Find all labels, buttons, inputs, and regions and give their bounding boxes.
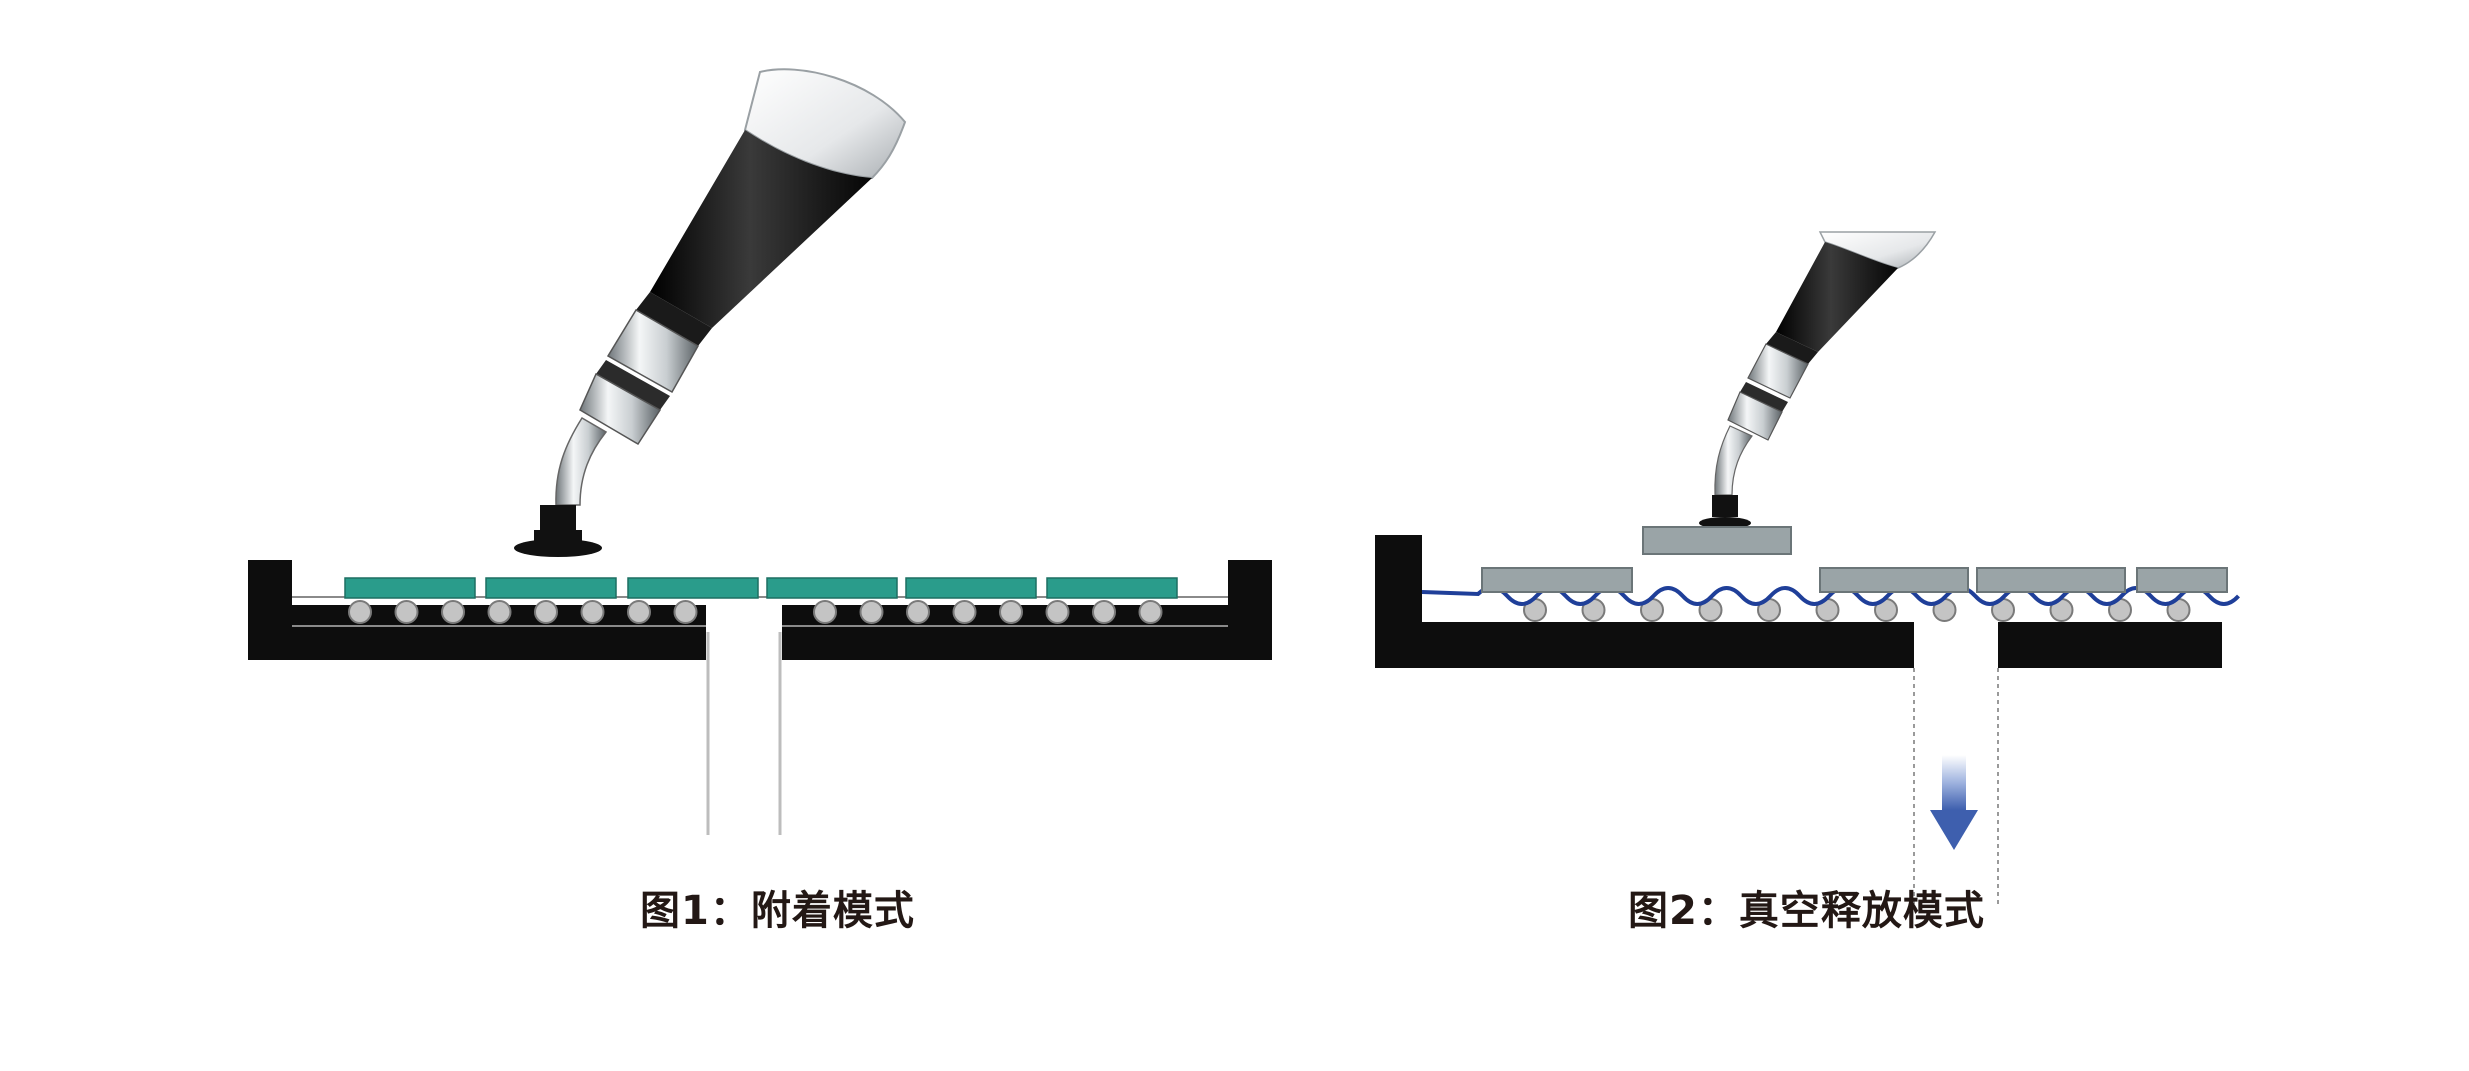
roller <box>1138 600 1163 624</box>
roller <box>441 600 465 624</box>
chip <box>905 577 1037 599</box>
figure-2-caption: 图2：真空释放模式 <box>1628 888 1985 934</box>
chip <box>1976 567 2126 593</box>
chip <box>1481 567 1633 593</box>
roller <box>534 600 558 624</box>
chip <box>2136 567 2228 593</box>
roller <box>487 600 512 624</box>
figure-1-attachment-mode <box>248 68 1272 835</box>
down-arrow-icon <box>1930 755 1978 850</box>
suction-nozzle-icon <box>1642 231 1937 555</box>
roller <box>813 600 837 624</box>
vacuum-channel <box>706 632 782 835</box>
suction-nozzle-icon <box>514 68 907 557</box>
figure-2-vacuum-release-mode <box>1375 231 2240 905</box>
chip <box>485 577 617 599</box>
roller <box>952 600 977 624</box>
chip <box>627 577 759 599</box>
roller <box>627 600 651 624</box>
roller-row <box>348 600 1163 624</box>
figure-1-caption: 图1：附着模式 <box>640 888 915 934</box>
roller <box>580 600 605 624</box>
chip <box>1046 577 1178 599</box>
roller <box>394 600 419 624</box>
roller <box>1045 600 1070 624</box>
roller <box>999 600 1023 624</box>
chip-row <box>1481 567 2228 593</box>
roller <box>673 600 698 624</box>
chip <box>344 577 476 599</box>
roller <box>859 600 884 624</box>
chip <box>1819 567 1969 593</box>
roller <box>1092 600 1116 624</box>
chip <box>766 577 898 599</box>
roller-row <box>1523 598 2191 622</box>
base-plate <box>1375 535 2222 668</box>
roller <box>906 600 930 624</box>
roller <box>348 600 372 624</box>
chip-row <box>344 577 1178 599</box>
